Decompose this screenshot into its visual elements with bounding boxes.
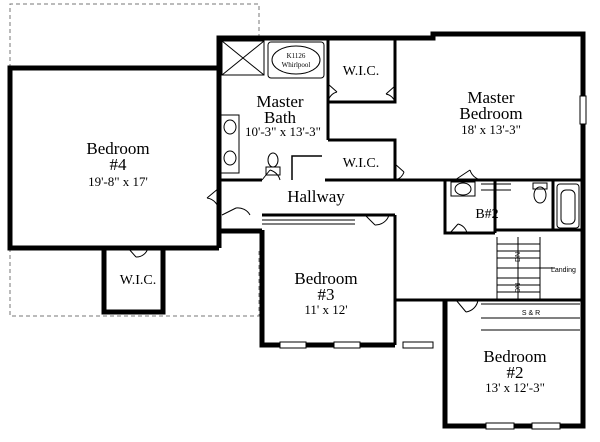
wic-master-mid-label: W.I.C. [343, 156, 379, 171]
windows [279, 95, 587, 430]
dashed-outline [9, 3, 260, 317]
bath2-fixtures [450, 181, 580, 229]
master-bath-name-2: Bath [264, 108, 297, 127]
hallway-label: Hallway [287, 187, 345, 206]
stairs [496, 237, 555, 300]
stair-dn-upper-label: DN [515, 252, 522, 262]
stair-dn-lower-label: DN [515, 283, 522, 293]
bedroom3-dims: 11' x 12' [304, 302, 347, 317]
landing-label: Landing [551, 267, 576, 274]
shelf-and-rod [481, 303, 580, 331]
bedroom4-name: Bedroom [86, 139, 149, 158]
shelf-rod-label: S & R [522, 310, 540, 317]
master-bath-name: Master [256, 92, 304, 111]
bedroom3-number: #3 [318, 285, 335, 304]
wic-bedroom4-label: W.I.C. [120, 273, 156, 288]
whirlpool-label: Whirlpool [282, 61, 311, 69]
bedroom3-name: Bedroom [294, 269, 357, 288]
bedroom2-dims: 13' x 12'-3" [485, 380, 545, 395]
bedroom4-number: #4 [110, 155, 128, 174]
wic-master-top-label: W.I.C. [343, 64, 379, 79]
master-bedroom-name-2: Bedroom [459, 104, 522, 123]
master-bath-partition [291, 155, 322, 180]
whirlpool-model-label: K1126 [287, 52, 306, 60]
bedroom2-number: #2 [507, 363, 524, 382]
bedroom2-name: Bedroom [483, 347, 546, 366]
master-bath-toilet [265, 152, 281, 176]
whirlpool-tub [267, 41, 325, 79]
bath2-label: B#2 [475, 207, 498, 222]
bedroom4-dims: 19'-8" x 17' [88, 174, 148, 189]
hall-closet-shelves [262, 219, 355, 225]
master-bedroom-name: Master [467, 88, 515, 107]
master-bath-sinks [220, 114, 240, 174]
master-bedroom-dims: 18' x 13'-3" [461, 122, 521, 137]
interior-walls [219, 38, 583, 345]
shower-fixture [221, 40, 265, 76]
doors [127, 83, 486, 313]
master-bath-dims: 10'-3" x 13'-3" [245, 124, 321, 139]
